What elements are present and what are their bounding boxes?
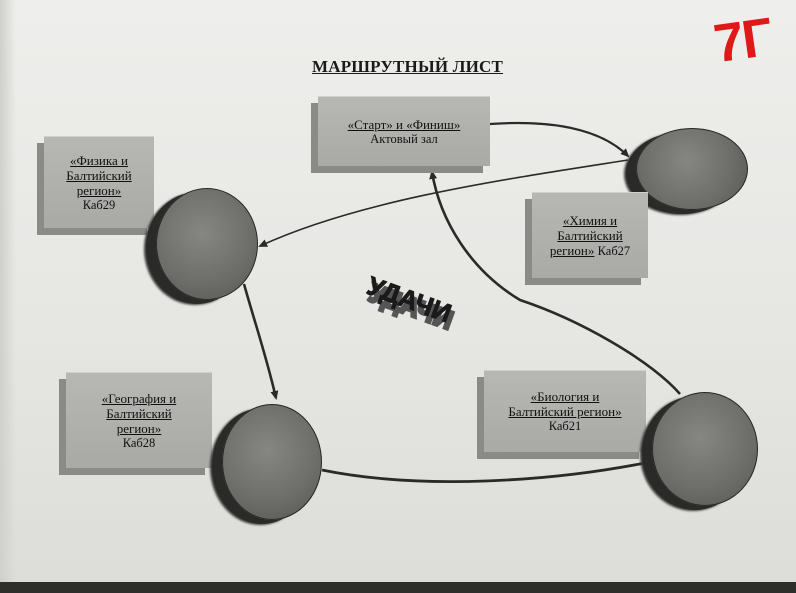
station-geography-title-2: Балтийский — [106, 405, 172, 421]
station-physics-title-3: регион» — [76, 182, 122, 198]
station-chemistry-title-3: регион» — [549, 242, 595, 258]
station-start-box: «Старт» и «Финиш» Актовый зал — [318, 96, 490, 166]
arrow-start-to-chemistry — [489, 121, 630, 158]
paper-shadow-left — [0, 0, 16, 593]
station-geography-box: «География и Балтийский регион» Каб28 — [66, 372, 212, 468]
station-chemistry-box: «Химия и Балтийский регион» Каб27 — [532, 192, 648, 278]
station-physics-title-2: Балтийский — [66, 167, 132, 183]
arrow-physics-to-geography — [242, 283, 279, 400]
station-geography-title-1: «География и — [101, 390, 177, 406]
station-chemistry-title-2: Балтийский — [557, 227, 623, 243]
station-geography-room: Каб28 — [122, 435, 156, 450]
station-physics-disk — [156, 188, 258, 300]
page-title: МАРШРУТНЫЙ ЛИСТ — [312, 57, 504, 76]
station-chemistry-disk — [636, 128, 748, 210]
station-biology-title-1: «Биология и — [530, 389, 600, 404]
desk-edge — [0, 582, 796, 593]
station-start-title: «Старт» и «Финиш» — [347, 116, 461, 132]
station-biology-title-2: Балтийский регион» — [508, 404, 622, 419]
station-biology-box: «Биология и Балтийский регион» Каб21 — [484, 370, 646, 452]
station-start-room: Актовый зал — [370, 131, 438, 146]
station-physics-room: Каб29 — [82, 197, 116, 212]
station-biology-room: Каб21 — [548, 419, 582, 433]
arrow-chemistry-to-physics — [258, 159, 629, 247]
station-physics-box: «Физика и Балтийский регион» Каб29 — [44, 136, 154, 228]
good-luck-word: УДАЧИ УДАЧИ — [363, 270, 459, 337]
station-chemistry-title-1: «Химия и — [562, 212, 618, 228]
arrow-biology-to-start — [429, 170, 681, 395]
station-geography-title-3: регион» — [116, 420, 162, 436]
arrow-geography-to-biology — [321, 459, 652, 483]
station-biology-disk — [652, 392, 758, 506]
station-geography-disk — [222, 404, 322, 520]
handwritten-mark: 7Г — [710, 6, 775, 75]
station-chemistry-room: Каб27 — [597, 243, 631, 258]
station-physics-title-1: «Физика и — [70, 152, 128, 168]
